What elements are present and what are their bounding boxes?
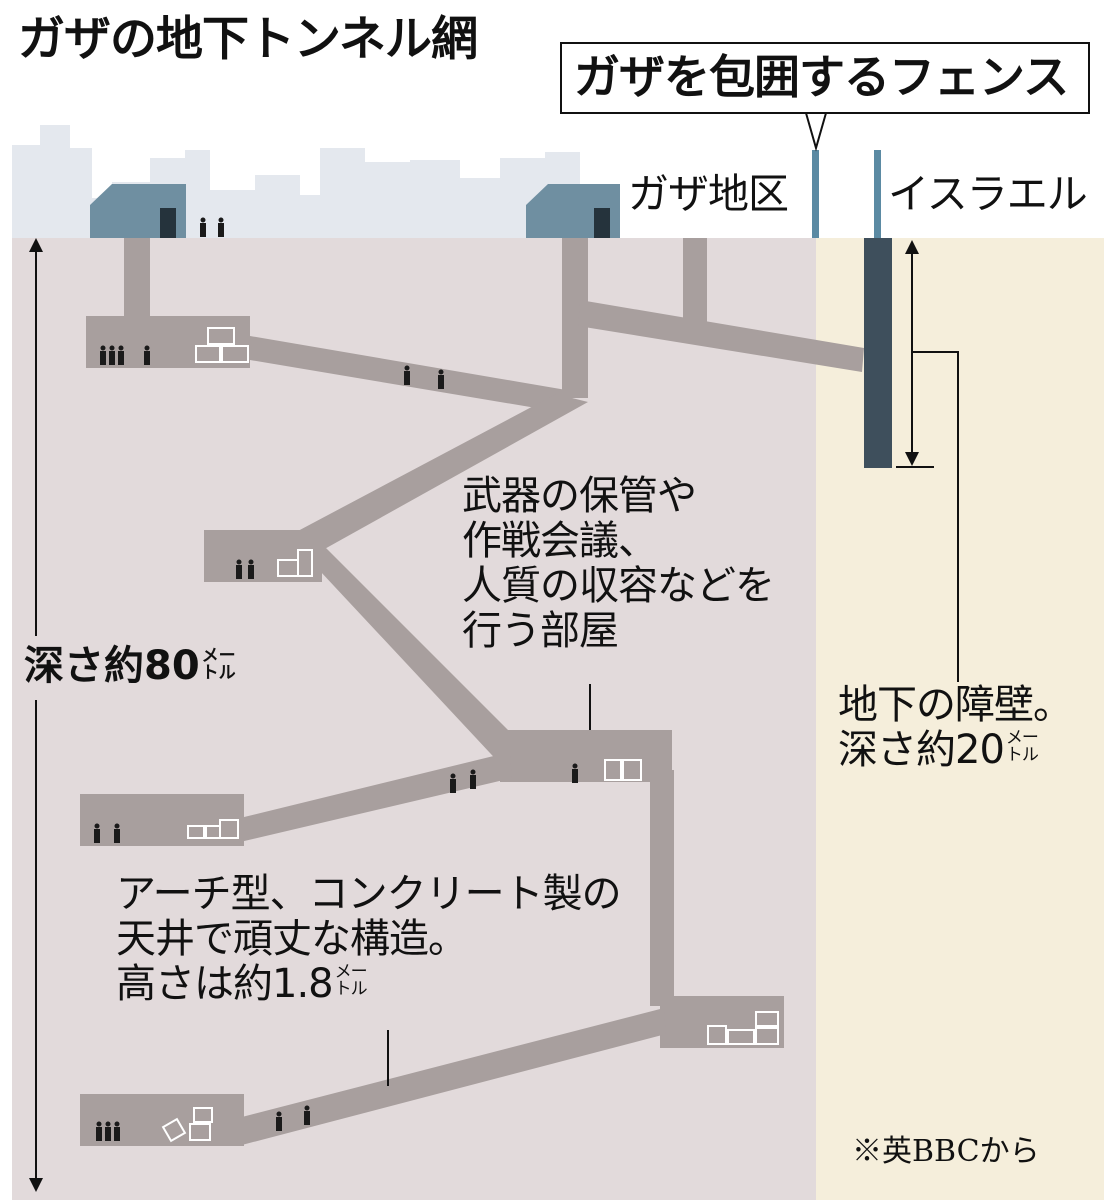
rooms-note: 武器の保管や 作戦会議、 人質の収容などを 行う部屋 <box>462 473 775 654</box>
room-5 <box>80 1094 244 1146</box>
building-right-door <box>594 208 610 238</box>
tunnel-r1-junction <box>250 336 578 412</box>
arch-unit-top: メー <box>334 962 368 982</box>
building-left-door <box>160 208 176 238</box>
fence-callout-pointer <box>804 112 828 152</box>
shaft-left <box>124 238 150 318</box>
fence-label: ガザを包囲するフェンス <box>574 50 1069 104</box>
shaft-lower <box>650 770 674 1006</box>
depth-arrow-20 <box>896 240 934 468</box>
depth-unit-bottom: トル <box>201 663 236 683</box>
gaza-label: ガザ地区 <box>628 170 789 218</box>
rooms-note-line1: 武器の保管や <box>462 473 697 519</box>
wall-unit-bottom: トル <box>1005 745 1039 765</box>
tunnel-to-barrier <box>578 300 864 372</box>
rooms-note-line3: 人質の収容などを <box>462 563 775 609</box>
tunnel-main-r3 <box>240 752 512 842</box>
tunnel-junction-r2 <box>296 394 588 556</box>
tunnel-r4-r5 <box>238 1008 666 1146</box>
arch-note-line1: アーチ型、コンクリート製の <box>116 871 622 917</box>
wall-unit-top: メー <box>1005 728 1039 748</box>
depth-unit-top: メー <box>201 646 236 666</box>
wall-note-unit: メートル <box>1005 728 1039 765</box>
buildings <box>90 184 620 238</box>
page-title: ガザの地下トンネル網 <box>18 12 478 67</box>
room-4 <box>660 996 784 1048</box>
rooms-note-line4: 行う部屋 <box>462 608 619 654</box>
arch-note-line2: 天井で頑丈な構造。 <box>116 916 468 962</box>
underground-barrier <box>864 238 892 468</box>
rooms-note-line2: 作戦会議、 <box>462 518 658 564</box>
wall-note-line2: 深さ約20 <box>838 727 1005 773</box>
source-credit: ※英BBCから <box>852 1134 1040 1169</box>
tunnel-r2-main <box>306 548 530 768</box>
fence-post-gaza <box>812 150 819 238</box>
depth-total-unit: メートル <box>202 648 236 682</box>
arch-unit-bottom: トル <box>334 979 368 999</box>
shaft-right <box>683 238 707 326</box>
fence-post-israel <box>874 150 881 238</box>
depth-arrow-80 <box>29 238 43 1192</box>
room-main <box>500 730 672 782</box>
fence-callout-box <box>560 42 1090 114</box>
israel-label: イスラエル <box>888 170 1088 218</box>
people <box>94 217 578 1141</box>
wall-note-line1: 地下の障壁。 <box>838 682 1073 728</box>
leader-lines <box>387 351 959 1086</box>
arch-note-line3: 高さは約1.8 <box>116 961 334 1007</box>
supply-boxes <box>161 327 779 1143</box>
room-2 <box>204 530 322 582</box>
arch-note-unit: メートル <box>334 962 368 999</box>
depth-total-text: 深さ約80 <box>24 643 200 689</box>
